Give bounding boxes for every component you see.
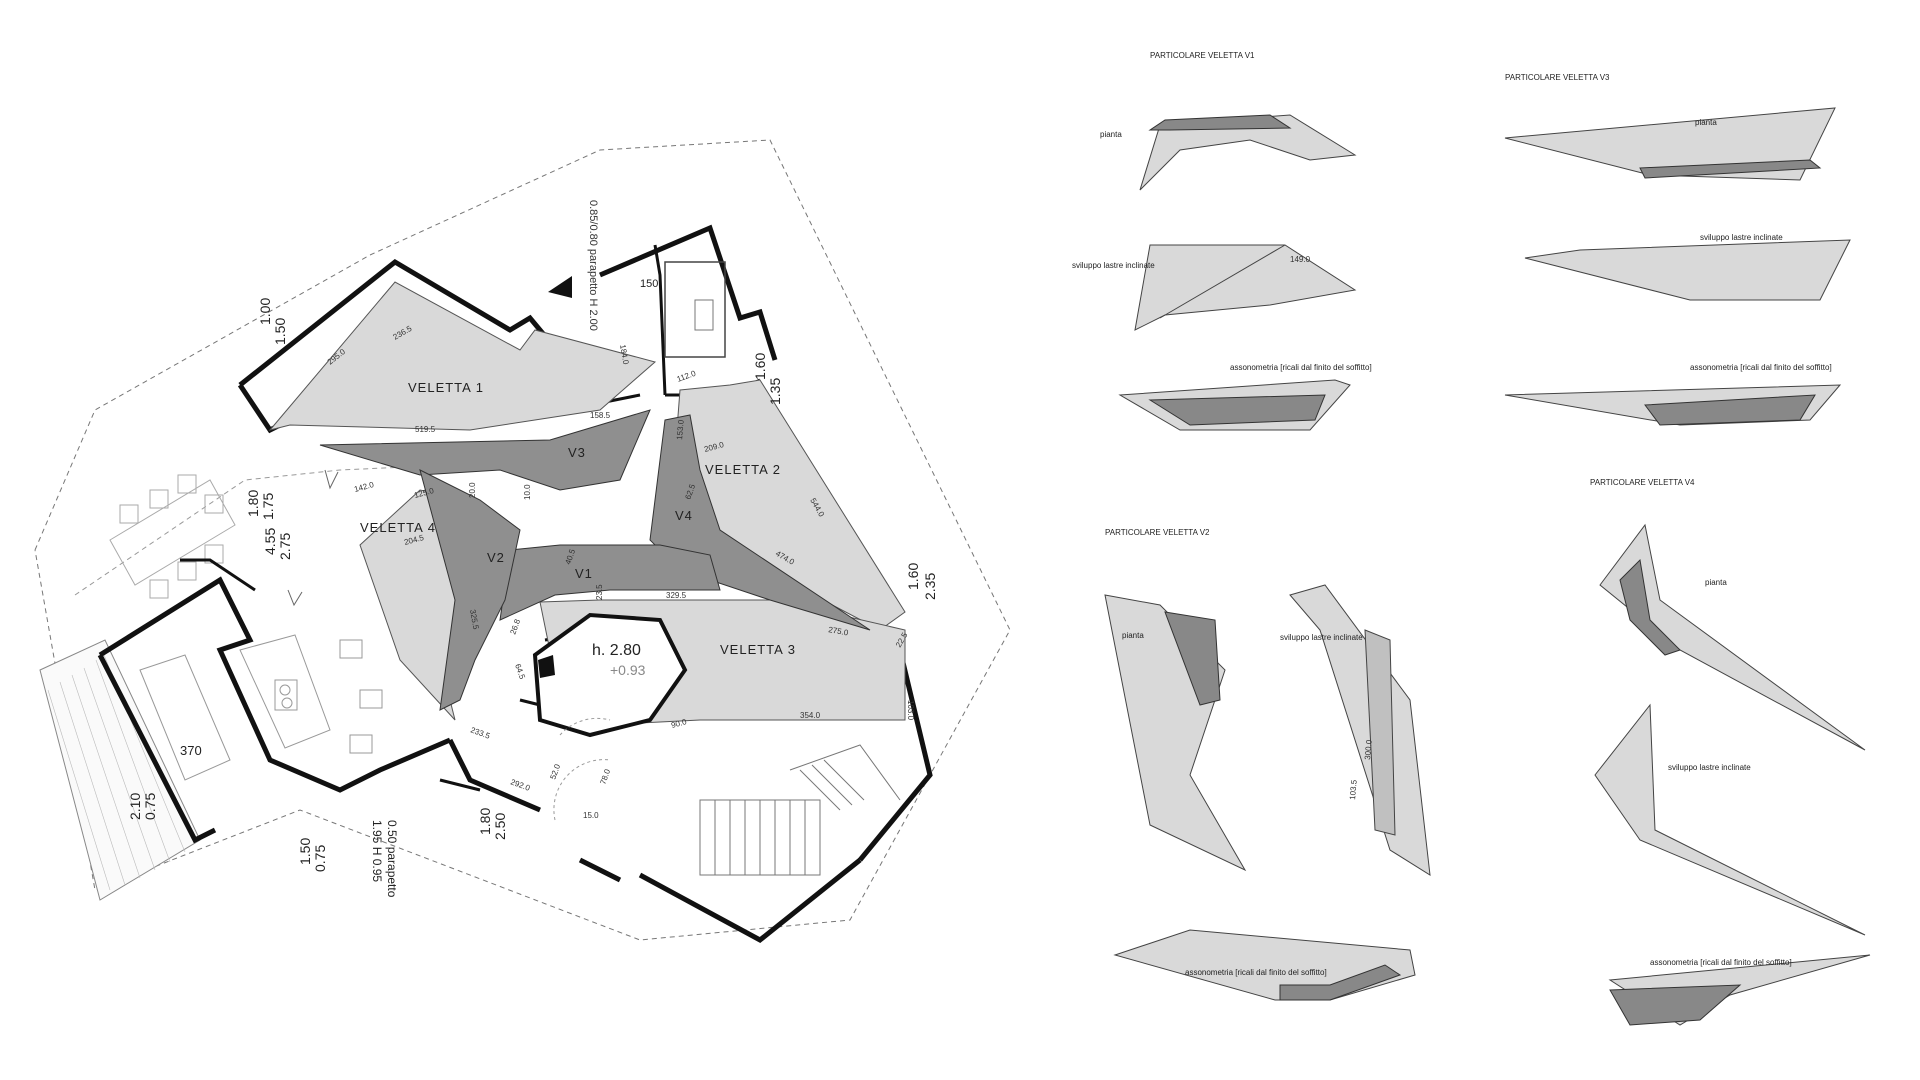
floor-plan [34,139,1011,943]
svg-text:103.5: 103.5 [1348,779,1359,800]
svg-text:354.0: 354.0 [800,711,821,720]
svg-text:1.35: 1.35 [767,378,783,405]
svg-text:90.0: 90.0 [670,717,688,730]
detail-v1: PARTICOLARE VELETTA V1 pianta sviluppo l… [1072,51,1372,431]
svg-text:pianta: pianta [1705,578,1727,587]
svg-text:1.50: 1.50 [297,838,313,865]
svg-text:26.8: 26.8 [508,617,522,635]
svg-text:pianta: pianta [1695,118,1717,127]
room-number-150: 150 [640,278,658,290]
svg-text:23.5: 23.5 [595,584,604,600]
svg-text:sviluppo lastre inclinate: sviluppo lastre inclinate [1700,233,1783,242]
svg-text:1.80: 1.80 [245,490,261,517]
svg-text:149.0: 149.0 [1290,255,1311,264]
svg-text:0.75: 0.75 [142,793,158,820]
svg-text:sviluppo lastre inclinate: sviluppo lastre inclinate [1668,763,1751,772]
svg-text:PARTICOLARE VELETTA V1: PARTICOLARE VELETTA V1 [1150,51,1255,60]
svg-text:1.60: 1.60 [905,563,921,590]
label-v4: V4 [675,508,693,523]
svg-text:1.95 H 0.95: 1.95 H 0.95 [370,820,384,882]
label-veletta-1: VELETTA 1 [408,380,484,395]
svg-text:PARTICOLARE VELETTA V2: PARTICOLARE VELETTA V2 [1105,528,1210,537]
veletta-1-panel [268,281,657,431]
label-veletta-4: VELETTA 4 [360,520,436,535]
svg-text:sviluppo lastre inclinate: sviluppo lastre inclinate [1280,633,1363,642]
svg-text:325.5: 325.5 [468,609,480,631]
detail-v2: PARTICOLARE VELETTA V2 pianta sviluppo l… [1104,528,1431,1001]
v1-panel [499,544,721,621]
room-level: +0.93 [610,662,646,678]
label-v3: V3 [568,445,586,460]
svg-text:112.0: 112.0 [676,369,698,384]
svg-text:1.75: 1.75 [260,493,276,520]
svg-text:assonometria [ricali dal finit: assonometria [ricali dal finito del soff… [1690,363,1832,372]
v2-panel [419,469,521,711]
svg-text:assonometria [ricali dal finit: assonometria [ricali dal finito del soff… [1650,958,1792,967]
svg-text:10.0: 10.0 [523,484,532,500]
svg-text:519.5: 519.5 [415,425,436,434]
svg-text:2.50: 2.50 [492,813,508,840]
plan-dimensions: 236.5 295.0 519.5 158.5 184.0 112.0 153.… [326,324,915,820]
svg-text:1.50: 1.50 [272,318,288,345]
svg-text:15.0: 15.0 [583,811,599,820]
svg-text:52.0: 52.0 [548,762,562,780]
svg-text:64.5: 64.5 [513,663,527,681]
svg-text:PARTICOLARE VELETTA V4: PARTICOLARE VELETTA V4 [1590,478,1695,487]
svg-text:0.75: 0.75 [312,845,328,872]
svg-text:233.5: 233.5 [469,725,491,740]
central-room [532,612,688,738]
label-veletta-2: VELETTA 2 [705,462,781,477]
svg-text:0.50 parapetto: 0.50 parapetto [385,820,399,898]
svg-text:275.0: 275.0 [828,625,850,637]
svg-text:292.0: 292.0 [509,777,531,792]
room-number-370: 370 [180,743,202,758]
v3-panel [319,409,651,491]
svg-text:103.0: 103.0 [906,700,915,721]
svg-text:4.55: 4.55 [262,528,278,555]
svg-text:0.85/0.80 parapetto H 2.00: 0.85/0.80 parapetto H 2.00 [587,200,599,331]
svg-text:1.60: 1.60 [752,353,768,380]
svg-text:142.0: 142.0 [353,480,375,494]
svg-text:pianta: pianta [1122,631,1144,640]
detail-v3: PARTICOLARE VELETTA V3 pianta sviluppo l… [1504,73,1851,426]
svg-text:20.0: 20.0 [468,482,477,498]
svg-text:PARTICOLARE VELETTA V3: PARTICOLARE VELETTA V3 [1505,73,1610,82]
svg-text:153.0: 153.0 [675,419,686,440]
detail-v4: PARTICOLARE VELETTA V4 pianta sviluppo l… [1590,478,1871,1026]
plan-labels: VELETTA 1 VELETTA 2 VELETTA 3 VELETTA 4 … [180,278,796,758]
svg-text:158.5: 158.5 [590,411,611,420]
svg-text:assonometria [ricali dal finit: assonometria [ricali dal finito del soff… [1185,968,1327,977]
svg-text:1.80: 1.80 [477,808,493,835]
svg-text:pianta: pianta [1100,130,1122,139]
svg-text:assonometria [ricali dal finit: assonometria [ricali dal finito del soff… [1230,363,1372,372]
svg-text:2.10: 2.10 [127,793,143,820]
svg-text:2.35: 2.35 [922,573,938,600]
room-height: h. 2.80 [592,642,641,659]
north-arrow-icon [548,276,572,298]
label-v1: V1 [575,566,593,581]
svg-text:2.75: 2.75 [277,533,293,560]
label-v2: V2 [487,550,505,565]
svg-text:329.5: 329.5 [666,591,687,600]
svg-text:300.0: 300.0 [1363,739,1374,760]
svg-text:sviluppo lastre inclinate: sviluppo lastre inclinate [1072,261,1155,270]
plan-side-measures: 0.85/0.80 parapetto H 2.00 1.00 1.50 1.6… [127,200,938,898]
svg-text:78.0: 78.0 [598,767,612,785]
label-veletta-3: VELETTA 3 [720,642,796,657]
svg-text:184.0: 184.0 [618,344,630,366]
svg-text:1.00: 1.00 [257,298,273,325]
